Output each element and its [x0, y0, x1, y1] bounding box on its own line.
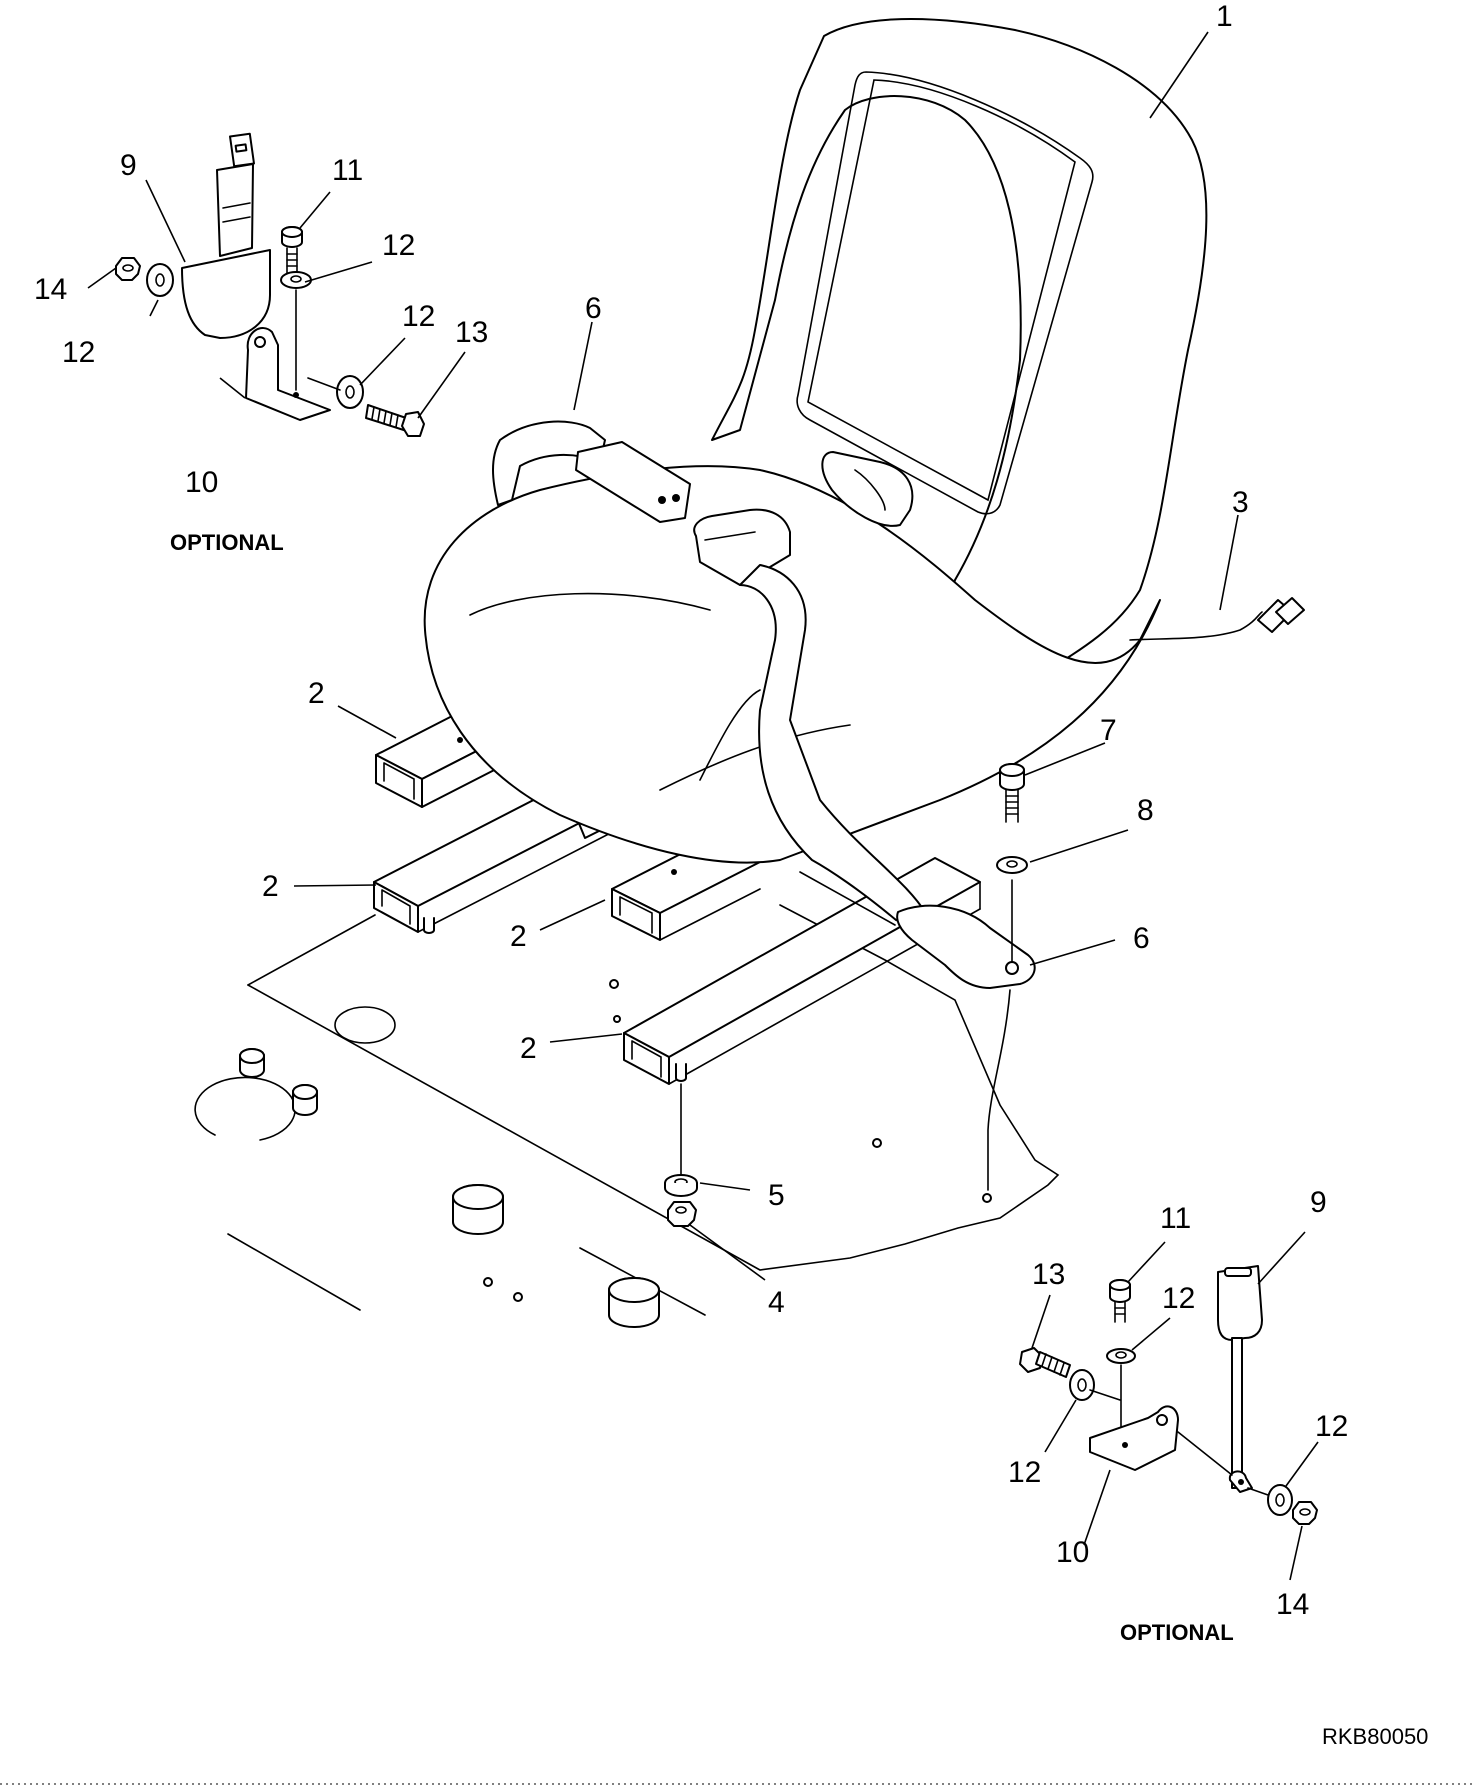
washer-bottom-left [1069, 1369, 1095, 1401]
callout-washer-bottom-bolt: 12 [1162, 1282, 1195, 1315]
seat-backrest [711, 18, 1208, 771]
callout-bolt-top: 11 [332, 154, 363, 187]
leader-lines [87, 31, 1319, 1581]
seat-handle [821, 451, 914, 527]
floor-holes [483, 979, 992, 1302]
callout-washer-main: 5 [768, 1179, 785, 1212]
seat-back-cushion [796, 71, 1094, 515]
callout-bracket-bottom: 10 [1056, 1536, 1089, 1569]
callout-rail-middle: 2 [510, 920, 527, 953]
callout-belt-anchor: 6 [1133, 922, 1150, 955]
bolt-bottom [1109, 1279, 1131, 1323]
nut-main [667, 1201, 697, 1227]
washer-top-left [146, 263, 174, 297]
optional-caption-bottom: OPTIONAL [1120, 1620, 1234, 1645]
buckle-bottom [1217, 1265, 1263, 1493]
callout-screw-top: 13 [455, 316, 488, 349]
callout-nut-bottom: 14 [1276, 1588, 1309, 1621]
callout-rail-right: 2 [520, 1032, 537, 1065]
callout-nut-top: 14 [34, 273, 67, 306]
callout-belt-top: 6 [585, 292, 602, 325]
bolt-top [281, 226, 303, 277]
callout-rail-upper-left: 2 [308, 677, 325, 710]
bracket-bottom [1089, 1405, 1179, 1471]
optional-kit-bottom [1019, 1265, 1318, 1525]
seat-belt [492, 420, 1036, 989]
washer-bottom-right [1267, 1484, 1293, 1516]
washer-main [664, 1174, 698, 1197]
buckle-top [181, 132, 271, 339]
callout-washer-bottom-right: 12 [1315, 1410, 1348, 1443]
belt-anchor-plate [896, 904, 1036, 989]
harness [1129, 597, 1305, 641]
floor-plate [194, 904, 1060, 1328]
bolt-anchor [999, 763, 1025, 823]
rubber-mounts [239, 1048, 660, 1328]
callout-washer-top-left: 12 [62, 336, 95, 369]
washer-top-bolt [280, 271, 312, 289]
fasteners-main [664, 763, 1028, 1227]
callout-harness: 3 [1232, 486, 1249, 519]
screw-top [365, 404, 425, 437]
screw-bottom [1019, 1347, 1071, 1378]
callout-bolt-bottom: 11 [1160, 1202, 1191, 1235]
callout-screw-bottom: 13 [1032, 1258, 1065, 1291]
callout-seat: 1 [1216, 0, 1233, 33]
callout-bolt-anchor: 7 [1100, 714, 1117, 747]
washer-bottom-bolt [1106, 1348, 1136, 1364]
callout-washer-top-bolt: 12 [382, 229, 415, 262]
callout-buckle-bottom: 9 [1310, 1186, 1327, 1219]
nut-top [115, 257, 141, 281]
callout-bracket-top: 10 [185, 466, 218, 499]
belt-strap [739, 564, 926, 926]
callout-rail-left: 2 [262, 870, 279, 903]
callout-nut-main: 4 [768, 1286, 785, 1319]
bracket-top [245, 327, 331, 421]
washer-top-side [336, 375, 364, 409]
optional-kit-top [115, 132, 425, 437]
callout-washer-anchor: 8 [1137, 794, 1154, 827]
callout-labels: 1 2 2 2 2 3 4 5 6 6 7 8 9 10 11 12 12 12… [34, 0, 1348, 1621]
figure-code: RKB80050 [1322, 1724, 1428, 1749]
washer-anchor [996, 856, 1028, 874]
callout-buckle-top: 9 [120, 149, 137, 182]
callout-washer-bottom-left: 12 [1008, 1456, 1041, 1489]
callout-washer-top-side: 12 [402, 300, 435, 333]
optional-caption-top: OPTIONAL [170, 530, 284, 555]
nut-bottom [1292, 1501, 1318, 1525]
